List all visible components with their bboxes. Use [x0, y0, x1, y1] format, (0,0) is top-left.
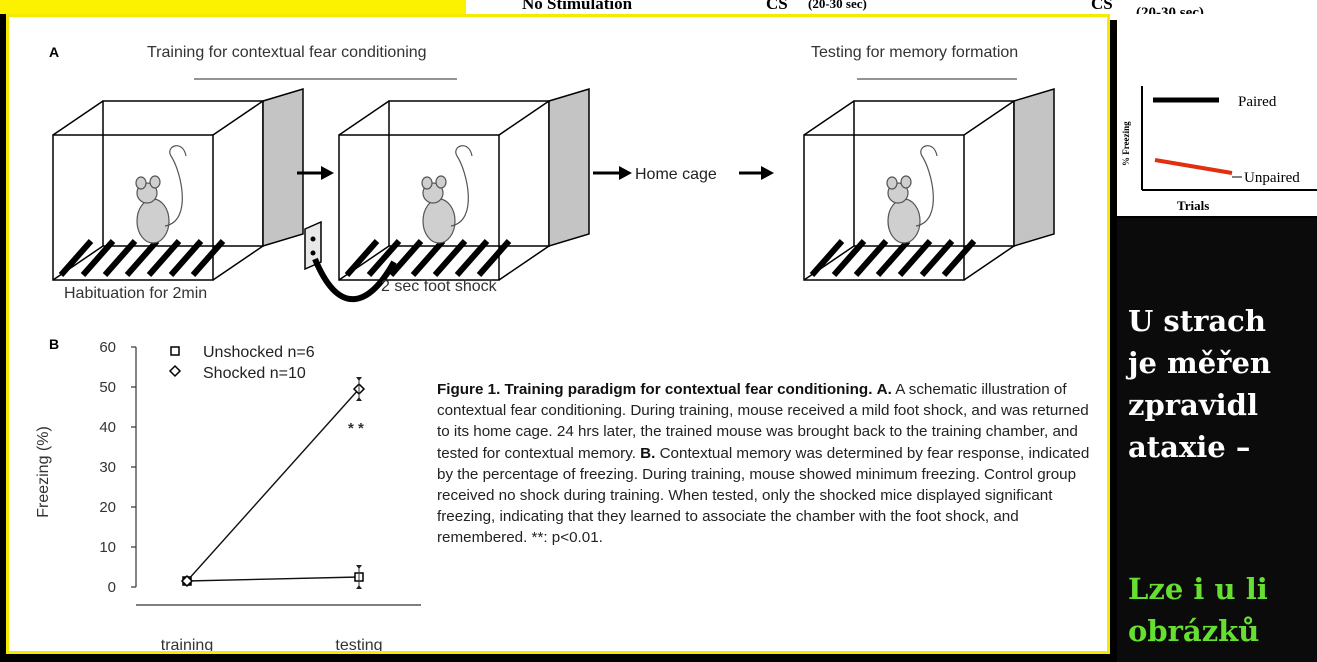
training-title: Training for contextual fear conditionin…: [147, 44, 427, 61]
chart-series-line: [186, 576, 360, 582]
testing-title: Testing for memory formation: [811, 44, 1018, 61]
slide-green-line-2: obrázků: [1128, 614, 1260, 648]
cs-label-right: CS: [1091, 0, 1113, 13]
unpaired-label: Unpaired: [1244, 170, 1300, 186]
foot-shock-label: 2 sec foot shock: [381, 278, 498, 295]
cs-label-left: CS: [766, 0, 788, 13]
home-cage-label: Home cage: [635, 166, 717, 183]
chart-y-tick-label: 10: [99, 539, 116, 556]
trials-label: Trials: [1177, 198, 1209, 213]
caption-title: Figure 1. Training paradigm for contextu…: [437, 381, 873, 398]
chart-y-label: Freezing (%): [35, 426, 52, 518]
chart-y-tick-label: 40: [99, 419, 116, 436]
no-stimulation-text: No Stimulation: [522, 0, 633, 13]
habituation-cage: [53, 89, 303, 280]
chart-y-tick-label: 20: [99, 499, 116, 516]
legend-unshocked: Unshocked n=6: [203, 344, 315, 361]
slide-green-line-1: Lze i u li: [1128, 572, 1268, 606]
top-left-yellow-strip: [0, 0, 466, 14]
slide-line-1: U strach: [1128, 304, 1266, 338]
panel-b-label: B: [49, 336, 59, 352]
square-marker-icon: [170, 346, 180, 356]
arrow-right-icon: [739, 166, 774, 180]
chart-error-cap: [356, 565, 362, 569]
legend-shocked: Shocked n=10: [203, 365, 306, 382]
chart-y-tick-label: 0: [108, 579, 116, 596]
caption-b-label: B.: [640, 444, 656, 462]
slide-text-panel: [1117, 218, 1317, 662]
chart-error-cap: [356, 377, 362, 381]
paired-label: Paired: [1238, 94, 1277, 110]
percent-freezing-label: % Freezing: [1121, 121, 1131, 166]
habituation-label: Habituation for 2min: [64, 285, 207, 302]
freezing-chart: 0 10 20 30 40 50 60 training testing: [99, 339, 421, 651]
cs-duration-left: (20-30 sec): [808, 0, 867, 11]
arrow-right-icon: [593, 166, 632, 180]
training-cage: [339, 89, 589, 280]
caption-a-label: A.: [876, 381, 892, 398]
arrow-right-icon: [297, 166, 334, 180]
chart-y-tick-label: 60: [99, 339, 116, 356]
figure-panel: A Training for contextual fear condition…: [6, 14, 1110, 654]
chart-y-tick-label: 30: [99, 459, 116, 476]
chart-x-tick-label: testing: [335, 637, 382, 651]
figure-caption: Figure 1. Training paradigm for contextu…: [437, 379, 1097, 549]
slide-line-3: zpravidl: [1128, 388, 1258, 422]
power-outlet-icon: [304, 220, 397, 303]
chart-point-diamond: [180, 574, 194, 588]
chart-error-cap: [356, 585, 362, 589]
caption-text-a: A schematic illustration of contextual f…: [437, 381, 1089, 462]
chart-y-tick-label: 50: [99, 379, 116, 396]
significance-marker: * *: [348, 420, 364, 437]
panel-a-label: A: [49, 44, 59, 60]
testing-cage: [804, 89, 1054, 280]
unpaired-series-line: [1154, 158, 1233, 175]
paired-unpaired-graph: % Freezing Paired Unpaired Trials: [1117, 14, 1317, 216]
diamond-marker-icon: [168, 364, 182, 378]
chart-x-tick-label: training: [161, 637, 213, 651]
chart-series-line: [186, 388, 360, 582]
caption-text-b: Contextual memory was determined by fear…: [437, 444, 1090, 547]
slide-line-2: je měřen: [1128, 346, 1271, 380]
chart-error-cap: [356, 397, 362, 401]
slide-line-4: ataxie –: [1128, 430, 1251, 464]
